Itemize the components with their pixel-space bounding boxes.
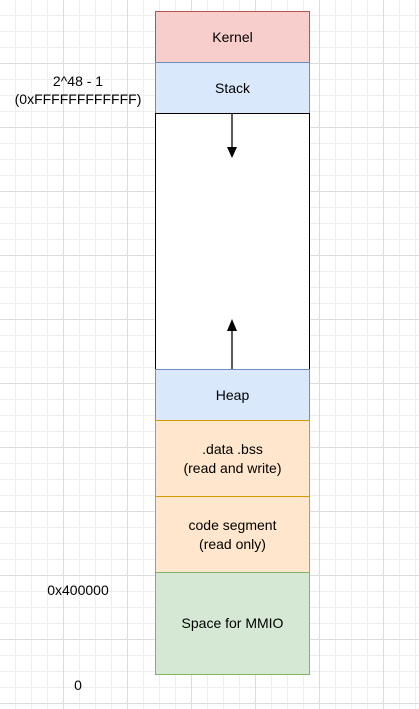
stack-label: Stack: [214, 79, 250, 96]
code-segment-label: code segment (read only): [188, 516, 277, 552]
kernel-label: Kernel: [212, 28, 253, 45]
top-address-label: 2^48 - 1 (0xFFFFFFFFFFFF): [14, 73, 142, 107]
heap-growth-arrow: [227, 319, 237, 369]
data-bss-label: .data .bss (read and write): [183, 440, 282, 476]
mmio-region: Space for MMIO: [155, 572, 310, 675]
heap-label: Heap: [215, 386, 250, 403]
kernel-region: Kernel: [155, 11, 310, 63]
mmio-label: Space for MMIO: [181, 615, 284, 631]
stack-growth-arrow: [227, 114, 237, 158]
zero-address-label: 0: [74, 677, 82, 693]
code-start-address-label: 0x400000: [47, 582, 109, 598]
